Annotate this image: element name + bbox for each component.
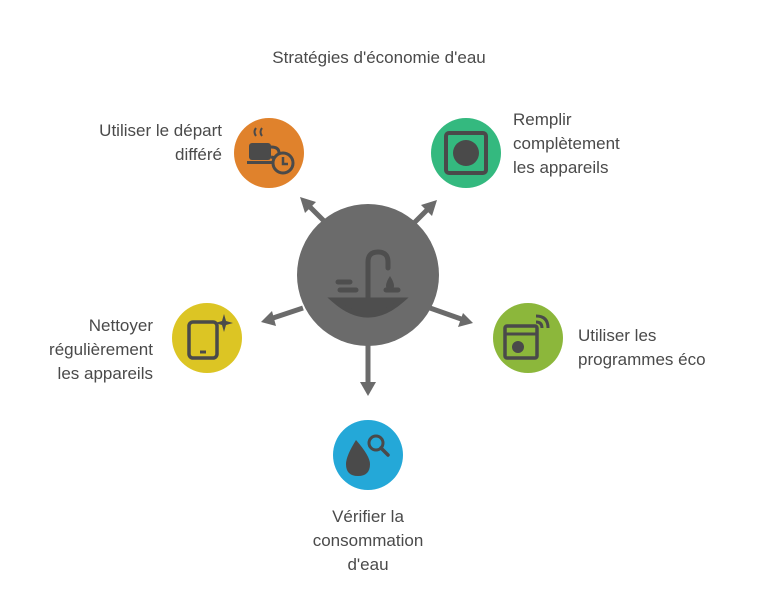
coffee-clock-icon: [247, 127, 295, 175]
arrow-to-clean-appliances: [261, 305, 304, 326]
arrow-to-check-consumption: [360, 340, 376, 396]
label-clean-appliances: Nettoyer régulièrement les appareils: [49, 316, 153, 383]
label-fill-appliances: Remplir complètement les appareils: [513, 110, 620, 177]
label-eco-programs: Utiliser les programmes éco: [578, 326, 706, 369]
node-eco-programs: [493, 303, 563, 373]
washer-drum-icon: [444, 131, 488, 175]
label-delay-start: Utiliser le départ différé: [99, 121, 222, 164]
center-node: [297, 204, 439, 346]
smart-washer-icon: [503, 314, 550, 360]
arrow-to-eco-programs: [429, 305, 473, 327]
node-check-consumption: [333, 420, 403, 490]
water-drop-search-icon: [346, 434, 390, 476]
node-clean-appliances: [172, 303, 242, 373]
node-fill-appliances: [431, 118, 501, 188]
diagram-title: Stratégies d'économie d'eau: [272, 48, 486, 67]
faucet-sink-icon: [327, 249, 409, 318]
node-delay-start: [234, 118, 304, 188]
label-check-consumption: Vérifier la consommation d'eau: [312, 507, 424, 574]
sparkle-tablet-icon: [187, 314, 233, 360]
